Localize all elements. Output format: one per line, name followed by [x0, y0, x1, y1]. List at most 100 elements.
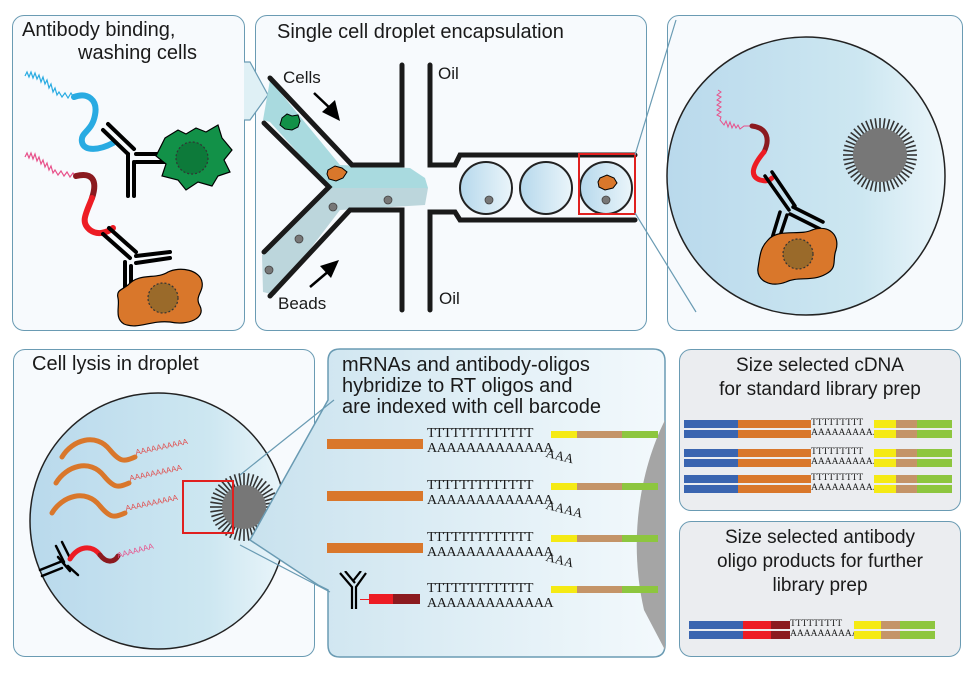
product-a-sequence: AAAAAAAAAA: [811, 483, 874, 493]
product-t-sequence: TTTTTTTTT: [811, 447, 864, 457]
cdna-orange: [738, 430, 811, 438]
antibody-icon: [339, 571, 367, 609]
product-a-sequence: AAAAAAAAAA: [811, 457, 874, 467]
adapter-segment: [622, 535, 658, 542]
a-sequence-tail: AAA: [544, 549, 576, 571]
barcode-yellow: [874, 430, 896, 438]
adapter-green: [917, 475, 952, 483]
adapter-green: [917, 430, 952, 438]
adapter-segment: [622, 586, 658, 593]
hybridize-title-2: hybridize to RT oligos and: [342, 375, 573, 397]
label-beads: Beads: [278, 294, 327, 313]
antibody-oligo-darkred: [393, 594, 420, 604]
panel-droplet-zoom: [667, 15, 963, 331]
adapter-green: [917, 449, 952, 457]
adapter-green: [917, 485, 952, 493]
t-sequence: TTTTTTTTTTTTT: [427, 530, 533, 545]
umi-segment: [577, 431, 622, 438]
barcode-yellow: [854, 621, 881, 629]
umi-tan: [896, 430, 917, 438]
cdna-orange: [738, 459, 811, 467]
antibody-linker: [360, 599, 369, 600]
product-t-sequence: TTTTTTTTT: [790, 619, 843, 629]
label-oil-bottom: Oil: [439, 289, 460, 308]
adapter-blue: [684, 485, 738, 493]
antibody-products-title-1: Size selected antibody: [724, 527, 916, 548]
umi-tan: [881, 631, 900, 639]
adapter-segment: [622, 431, 658, 438]
t-sequence: TTTTTTTTTTTTT: [427, 478, 533, 493]
a-sequence-tail: AAAA: [544, 497, 585, 521]
umi-segment: [577, 535, 622, 542]
adapter-blue: [684, 459, 738, 467]
umi-tan: [896, 485, 917, 493]
barcode-yellow: [874, 475, 896, 483]
adapter-blue: [684, 449, 738, 457]
product-a-sequence: AAAAAAAAAA: [790, 629, 854, 639]
cdna-orange: [738, 449, 811, 457]
barcode-segment: [551, 483, 577, 490]
adapter-green: [917, 420, 952, 428]
cdna-orange: [738, 475, 811, 483]
antibody-oligo-red: [743, 621, 771, 629]
product-t-sequence: TTTTTTTTT: [811, 473, 864, 483]
barcode-segment: [551, 431, 577, 438]
cdna-title-2: for standard library prep: [719, 379, 921, 400]
barcode-segment: [551, 535, 577, 542]
product-t-sequence: TTTTTTTTT: [811, 418, 864, 428]
a-sequence: AAAAAAAAAAAAA: [427, 441, 554, 456]
barcode-segment: [551, 586, 577, 593]
umi-tan: [896, 420, 917, 428]
umi-segment: [577, 483, 622, 490]
product-a-sequence: AAAAAAAAAA: [811, 428, 874, 438]
antibody-oligo-darkred: [771, 631, 790, 639]
panel-droplet-encapsulation: [255, 15, 647, 331]
adapter-green: [900, 631, 935, 639]
t-sequence: TTTTTTTTTTTTT: [427, 581, 533, 596]
a-sequence-tail: AAA: [544, 445, 576, 467]
umi-tan: [881, 621, 900, 629]
encapsulation-title: Single cell droplet encapsulation: [277, 21, 564, 43]
antibody-products-title-2: oligo products for further: [717, 551, 923, 572]
adapter-segment: [622, 483, 658, 490]
barcode-yellow: [874, 420, 896, 428]
antibody-oligo-darkred: [771, 621, 790, 629]
barcode-yellow: [854, 631, 881, 639]
t-sequence: TTTTTTTTTTTTT: [427, 426, 533, 441]
umi-tan: [896, 449, 917, 457]
a-sequence: AAAAAAAAAAAAA: [427, 493, 554, 508]
cdna-orange: [738, 420, 811, 428]
adapter-blue: [684, 475, 738, 483]
adapter-green: [917, 459, 952, 467]
antibody-binding-title-1: Antibody binding,: [22, 19, 176, 41]
adapter-blue: [684, 430, 738, 438]
umi-tan: [896, 475, 917, 483]
mrna-segment: [327, 543, 423, 553]
umi-tan: [896, 459, 917, 467]
antibody-products-title-3: library prep: [772, 575, 868, 596]
adapter-blue: [689, 631, 743, 639]
a-sequence: AAAAAAAAAAAAA: [427, 596, 554, 611]
cdna-orange: [738, 485, 811, 493]
cdna-title-1: Size selected cDNA: [736, 355, 904, 376]
umi-segment: [577, 586, 622, 593]
label-cells: Cells: [283, 68, 321, 87]
adapter-blue: [689, 621, 743, 629]
adapter-green: [900, 621, 935, 629]
hybridize-title-3: are indexed with cell barcode: [342, 396, 602, 418]
mrna-segment: [327, 491, 423, 501]
cell-lysis-title: Cell lysis in droplet: [32, 353, 199, 375]
barcode-yellow: [874, 449, 896, 457]
antibody-binding-title-2: washing cells: [78, 42, 197, 64]
antibody-oligo-red: [369, 594, 393, 604]
adapter-blue: [684, 420, 738, 428]
barcode-yellow: [874, 485, 896, 493]
barcode-yellow: [874, 459, 896, 467]
mrna-segment: [327, 439, 423, 449]
hybridize-title-1: mRNAs and antibody-oligos: [342, 354, 590, 376]
a-sequence: AAAAAAAAAAAAA: [427, 545, 554, 560]
